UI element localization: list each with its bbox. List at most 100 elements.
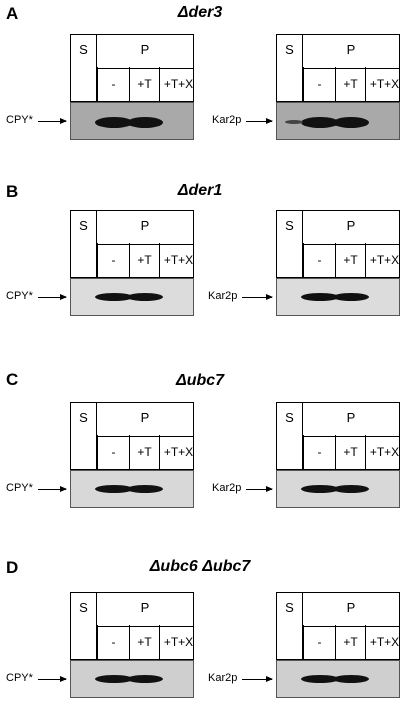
gel-image [276,278,400,316]
lane-label: - [303,243,335,277]
supernatant-label: S [277,403,303,469]
marker-label: Kar2p [212,114,242,126]
supernatant-label: S [71,593,97,659]
lane-label: +T+X [159,243,197,277]
marker-label: Kar2p [208,290,238,302]
protein-band [285,120,303,124]
panel-letter: C [6,370,19,389]
lane-label: +T+X [365,435,400,469]
protein-band [127,117,163,128]
marker-label: CPY* [6,114,33,126]
arrow-icon [38,676,67,682]
protein-band [95,485,133,493]
pellet-label: P [97,593,193,627]
protein-band [127,485,163,493]
lane-label: +T+X [159,435,197,469]
lane-label: +T [129,435,159,469]
panel-letter: D [6,558,19,577]
marker-label: Kar2p [208,672,238,684]
strain-label: Δubc6 Δubc7 [149,558,251,575]
protein-band [95,117,133,128]
panel-letter: A [6,4,19,23]
lane-label: - [97,243,129,277]
protein-band [95,675,133,683]
lane-row: -+T+T+X [303,243,399,277]
strain-label: Δubc7 [175,372,225,389]
gel-image [70,470,194,508]
supernatant-label: S [71,211,97,277]
lane-label: +T+X [365,67,400,101]
lane-label: - [97,625,129,659]
supernatant-label: S [277,211,303,277]
protein-band [333,293,369,301]
marker-label: CPY* [6,482,33,494]
pellet-label: P [97,35,193,69]
lane-row: -+T+T+X [97,435,193,469]
lane-row: -+T+T+X [303,625,399,659]
lane-label: +T+X [365,243,400,277]
lane-row: -+T+T+X [97,625,193,659]
strain-label: Δder3 [177,4,223,21]
gel-image [276,102,400,140]
panel-letter: B [6,182,19,201]
marker-label: Kar2p [212,482,242,494]
gel-image [70,660,194,698]
arrow-icon [242,294,273,300]
marker-label: CPY* [6,672,33,684]
lane-label: - [97,435,129,469]
lane-label: +T+X [365,625,400,659]
protein-band [301,675,339,683]
lane-row: -+T+T+X [303,435,399,469]
lane-label: +T+X [159,625,197,659]
lane-label: - [303,435,335,469]
pellet-label: P [303,211,399,245]
lane-row: -+T+T+X [303,67,399,101]
protein-band [301,117,339,128]
lane-label: +T [129,67,159,101]
pellet-label: P [97,403,193,437]
protein-band [127,293,163,301]
lane-label: +T+X [159,67,197,101]
gel-image [276,470,400,508]
lane-label: +T [335,243,365,277]
protein-band [301,293,339,301]
protein-band [333,485,369,493]
lane-label: +T [129,243,159,277]
protein-band [333,675,369,683]
arrow-icon [38,486,67,492]
lane-row: -+T+T+X [97,243,193,277]
lane-label: - [303,625,335,659]
lane-label: - [303,67,335,101]
arrow-icon [246,486,273,492]
lane-label: +T [335,67,365,101]
strain-label: Δder1 [177,182,223,199]
arrow-icon [246,118,273,124]
pellet-label: P [303,403,399,437]
marker-label: CPY* [6,290,33,302]
pellet-label: P [97,211,193,245]
gel-image [70,102,194,140]
supernatant-label: S [71,35,97,101]
gel-image [276,660,400,698]
pellet-label: P [303,35,399,69]
protein-band [127,675,163,683]
arrow-icon [242,676,273,682]
arrow-icon [38,118,67,124]
lane-label: +T [335,435,365,469]
protein-band [95,293,133,301]
